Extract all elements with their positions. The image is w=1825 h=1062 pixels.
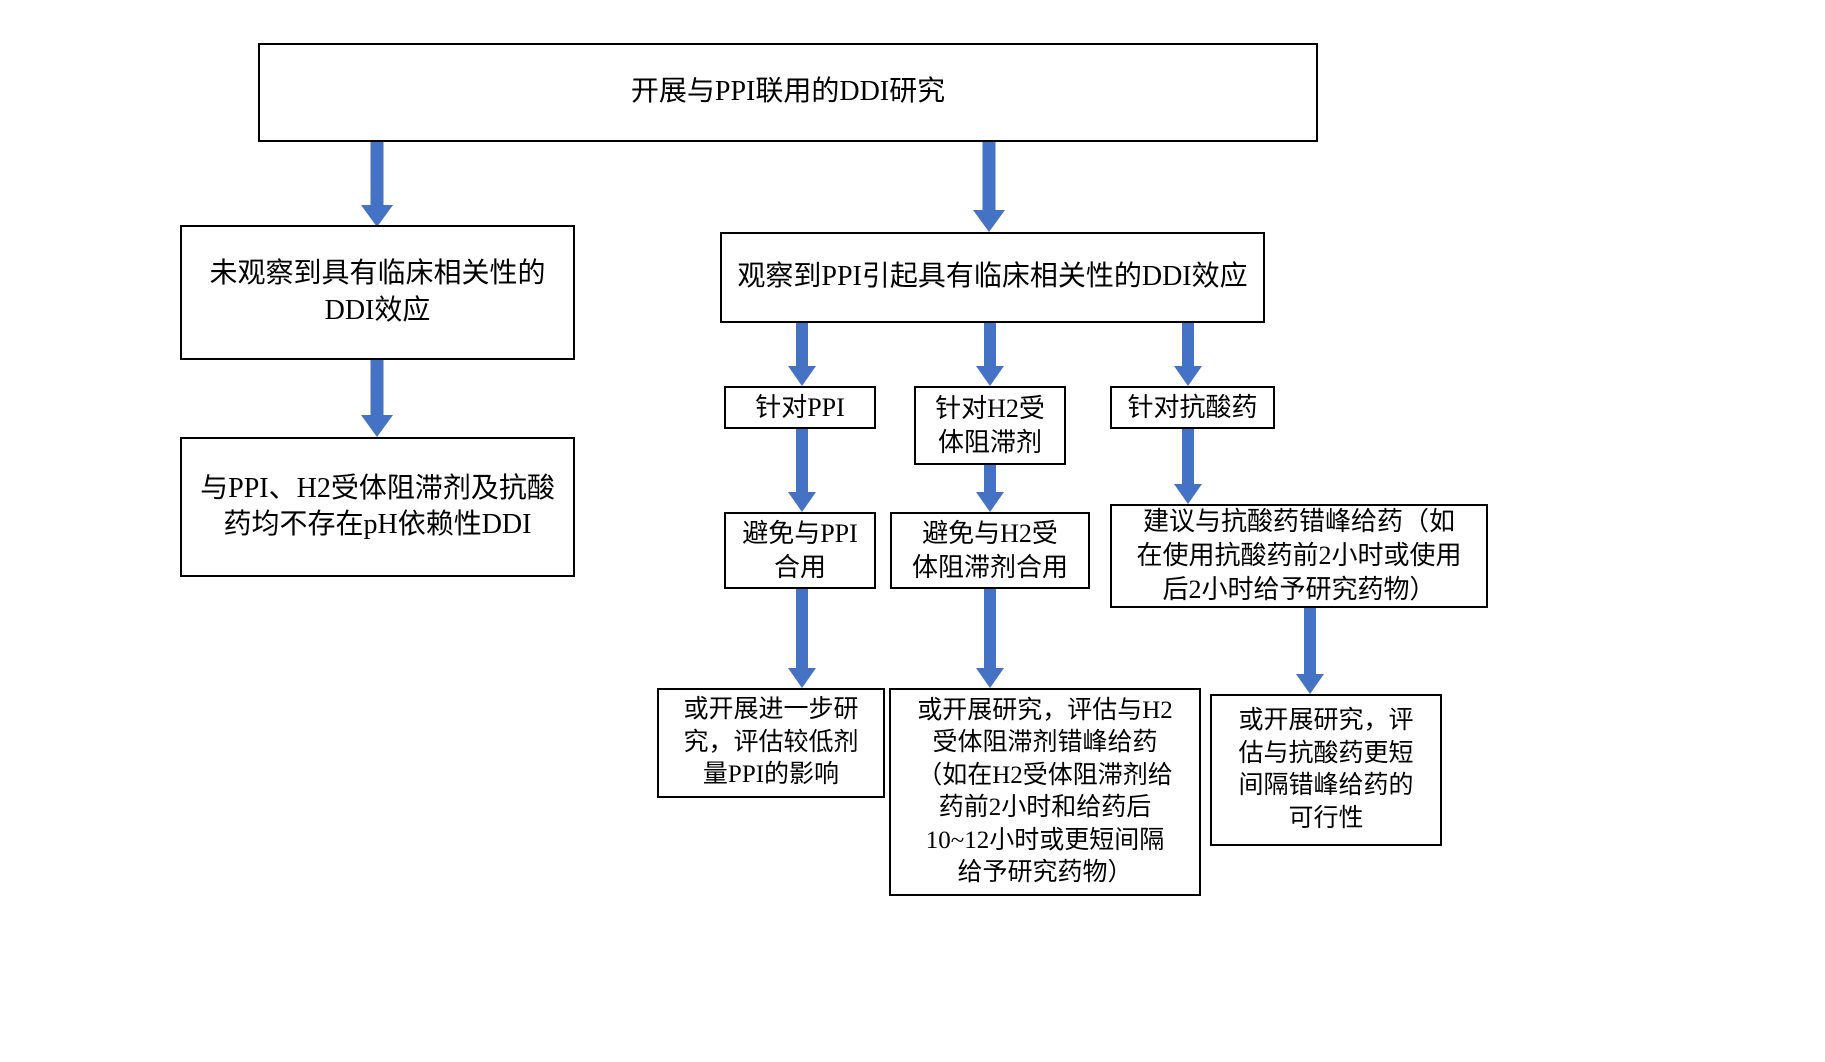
node-action-avoid-ppi: 避免与PPI 合用	[724, 512, 876, 589]
arrow-target-h2-to-action	[972, 465, 1008, 512]
node-alternative-stagger-h2: 或开展研究，评估与H2 受体阻滞剂错峰给药 （如在H2受体阻滞剂给 药前2小时和…	[889, 688, 1201, 896]
arrow-header-to-target-ppi	[784, 323, 820, 386]
node-right-clinical-ddi-observed: 观察到PPI引起具有临床相关性的DDI效应	[720, 232, 1265, 323]
arrow-target-antacid-to-action	[1170, 429, 1206, 504]
arrow-header-to-target-h2	[972, 323, 1008, 386]
node-alternative-lower-dose-ppi: 或开展进一步研 究，评估较低剂 量PPI的影响	[657, 688, 885, 798]
node-left-no-ph-dependent-ddi: 与PPI、H2受体阻滞剂及抗酸 药均不存在pH依赖性DDI	[180, 437, 575, 577]
arrow-action-ppi-to-alternative	[784, 589, 820, 688]
arrow-left-outcome-to-conclusion	[357, 360, 397, 437]
node-action-avoid-h2-blocker: 避免与H2受 体阻滞剂合用	[890, 512, 1090, 589]
arrow-title-to-right-header	[969, 142, 1009, 232]
arrow-action-antacid-to-alternative	[1292, 608, 1328, 694]
node-action-stagger-antacid: 建议与抗酸药错峰给药（如 在使用抗酸药前2小时或使用 后2小时给予研究药物）	[1110, 504, 1488, 608]
node-target-h2-blocker: 针对H2受 体阻滞剂	[914, 386, 1066, 465]
node-target-ppi: 针对PPI	[724, 386, 876, 429]
arrow-action-h2-to-alternative	[972, 589, 1008, 688]
node-target-antacid: 针对抗酸药	[1110, 386, 1275, 429]
arrow-header-to-target-antacid	[1170, 323, 1206, 386]
node-alternative-shorter-interval-antacid: 或开展研究，评 估与抗酸药更短 间隔错峰给药的 可行性	[1210, 694, 1442, 846]
node-study-title: 开展与PPI联用的DDI研究	[258, 43, 1318, 142]
node-left-no-clinical-ddi: 未观察到具有临床相关性的 DDI效应	[180, 225, 575, 360]
arrow-title-to-left-outcome	[357, 142, 397, 227]
arrow-target-ppi-to-action	[784, 429, 820, 512]
